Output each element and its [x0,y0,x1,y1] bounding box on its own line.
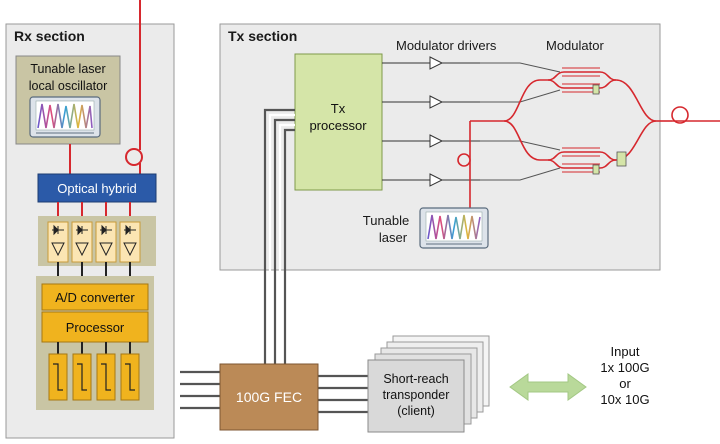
tx-laser-screen-icon [419,207,489,249]
driver-amp-icon [429,173,444,187]
rx-laser-box: Tunable laser local oscillator [15,55,121,145]
transponder-label-1: Short-reach [383,372,448,386]
fec-to-transponder-bus [318,374,368,414]
rx-section-title: Rx section [14,28,85,44]
input-label-1: Input [611,344,640,359]
rx-laser-label-1: Tunable laser [30,62,105,76]
photodetector-array [38,216,156,266]
modulator-label: Modulator [546,38,604,53]
rx-dsp-block: A/D converter Processor [36,276,154,410]
rx-laser-label-2: local oscillator [29,79,108,93]
adc-box [41,283,149,311]
tx-fiber-loop [457,153,471,167]
rx-section: Rx section Tunable laser local oscillato… [5,0,175,439]
rx-laser-screen-icon [29,96,101,138]
photodetector-cell [47,221,69,263]
input-label-3: or [619,376,631,391]
transponder-stack: Short-reach transponder (client) [367,335,490,433]
tx-processor-label-2: processor [309,118,367,133]
photodetector-cell [119,221,141,263]
tx-bus [263,108,295,370]
bidirectional-arrow-icon [509,373,587,401]
fec-label: 100G FEC [236,389,302,405]
tx-section: Tx section Modulator drivers Modulator T… [219,23,672,271]
driver-amp-icon [429,134,444,148]
tx-laser-label-1: Tunable [363,213,410,228]
photodetector-cell [95,221,117,263]
tx-processor-label-1: Tx [331,101,346,116]
phase-shifter [592,164,600,175]
photodetector-cell [71,221,93,263]
tx-section-title: Tx section [228,28,297,44]
output-driver-array [48,353,140,401]
transponder-box [367,359,465,433]
rx-processor-label: Processor [66,320,125,335]
modulator-drivers-label: Modulator drivers [396,38,497,53]
input-label-4: 10x 10G [600,392,649,407]
input-label: Input 1x 100G or 10x 10G [600,344,649,407]
input-label-2: 1x 100G [600,360,649,375]
fec-box [219,363,319,431]
transponder-label-2: transponder [383,388,450,402]
transponder-label-3: (client) [397,404,435,418]
adc-label: A/D converter [55,290,135,305]
tx-processor-box [294,53,383,191]
rx-processor-box [41,311,149,343]
optical-hybrid-label: Optical hybrid [57,181,136,196]
phase-shifter [592,84,600,95]
rx-fiber-loop [125,148,143,166]
tx-output-loop [671,106,689,124]
tx-laser-label-2: laser [379,230,408,245]
driver-amp-icon [429,56,444,70]
modulator-driver-array [382,56,480,187]
optical-hybrid-box [37,173,157,203]
driver-amp-icon [429,95,444,109]
rx-bus [180,370,220,410]
phase-shifter [616,151,627,167]
